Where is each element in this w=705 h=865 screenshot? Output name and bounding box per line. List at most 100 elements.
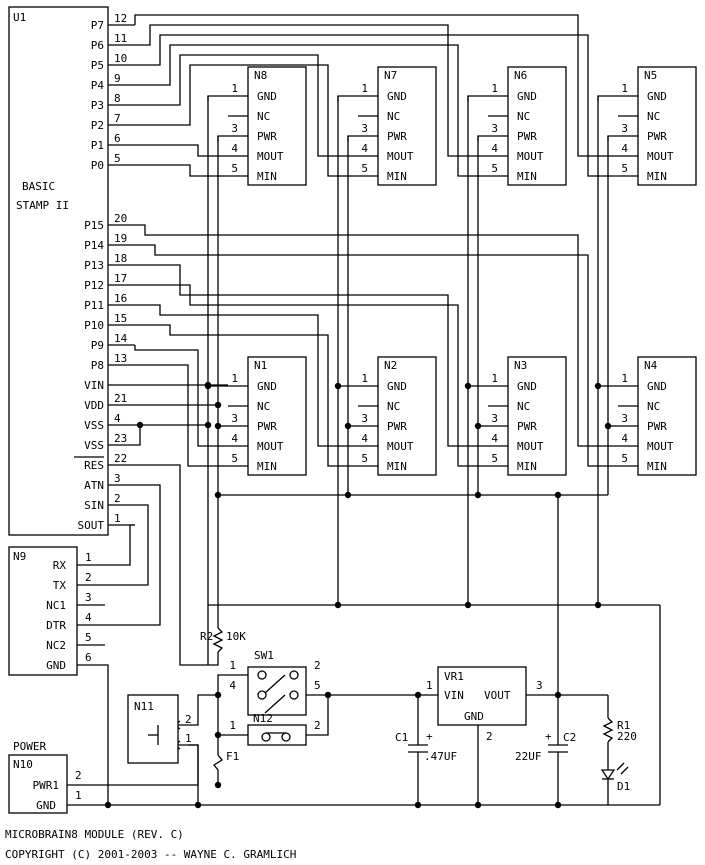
module-body: [637, 356, 697, 476]
module-pin-number: 3: [231, 412, 238, 425]
module-pin-label: MIN: [387, 460, 407, 473]
r2-bottom: [208, 652, 219, 666]
module-ref: N3: [514, 359, 527, 372]
d1-body: [600, 769, 616, 781]
vr1-body: [437, 666, 527, 726]
module-pin-number: 1: [491, 82, 498, 95]
u1-pin-number: 8: [114, 92, 121, 105]
module-pin-number: 3: [491, 412, 498, 425]
n9-ref: N9: [13, 550, 26, 563]
p8-net: [135, 364, 228, 467]
r2-ref: R2: [200, 630, 213, 643]
n9-pin-label: GND: [46, 659, 66, 672]
c1-plus: +: [426, 730, 433, 743]
u1-pin-label: P0: [91, 159, 104, 172]
module-pin-number: 5: [361, 162, 368, 175]
vr1-gnd: GND: [464, 710, 484, 723]
module-pin-number: 1: [491, 372, 498, 385]
pwr-link: [477, 135, 488, 141]
module-pin-label: MIN: [387, 170, 407, 183]
atn-dtr-net: [105, 484, 161, 626]
f1-ref: F1: [226, 750, 239, 763]
u1-pin-label: P12: [84, 279, 104, 292]
vr1-pin-number: 2: [486, 730, 493, 743]
r2-body: [212, 627, 224, 653]
module-pin-label: GND: [647, 380, 667, 393]
u1-pin-label: P1: [91, 139, 104, 152]
u1-pin-label: P9: [91, 339, 104, 352]
module-pin-label: MIN: [647, 170, 667, 183]
d1-ray: [616, 762, 625, 771]
module-pin-number: 4: [491, 432, 498, 445]
module-pin-label: MOUT: [517, 440, 544, 453]
module-pin-label: GND: [517, 90, 537, 103]
module-pin-number: 4: [361, 142, 368, 155]
u1-pin-label: P14: [84, 239, 104, 252]
vr1-vin: VIN: [444, 689, 464, 702]
vr1-vout: VOUT: [484, 689, 511, 702]
u1-pin-number: 23: [114, 432, 127, 445]
n11-ref: N11: [134, 700, 154, 713]
module-body: [377, 356, 437, 476]
sw1-pin-number: 2: [314, 659, 321, 672]
p13-net: [135, 264, 488, 447]
n11-pin-number: 2: [185, 713, 192, 726]
u1-pin-number: 5: [114, 152, 121, 165]
footer-line1: MICROBRAIN8 MODULE (REV. C): [5, 828, 184, 841]
u1-pin-label: ATN: [84, 479, 104, 492]
u1-pin-label: P3: [91, 99, 104, 112]
junction-dot: [594, 601, 602, 609]
p3-net: [135, 54, 358, 157]
module-ref: N6: [514, 69, 527, 82]
n9-body: [8, 546, 78, 676]
n9-pin-label: DTR: [46, 619, 66, 632]
u1-pin-number: 4: [114, 412, 121, 425]
module-pin-label: MOUT: [647, 150, 674, 163]
n12-contact: [261, 732, 271, 742]
n10-pin-label: GND: [36, 799, 56, 812]
p5-net: [135, 34, 618, 177]
module-pin-number: 1: [231, 372, 238, 385]
module-pin-label: MOUT: [387, 150, 414, 163]
r1-body: [602, 717, 614, 743]
n11-p1-net: [178, 744, 199, 805]
module-ref: N2: [384, 359, 397, 372]
u1-pin-label: P2: [91, 119, 104, 132]
p2-net: [135, 64, 358, 177]
module-ref: N1: [254, 359, 267, 372]
sw1-contact: [257, 690, 267, 700]
components: [8, 6, 697, 814]
p12-net: [135, 284, 488, 467]
module-pin-number: 3: [361, 122, 368, 135]
u1-pin-label: VSS: [84, 419, 104, 432]
module-pin-label: PWR: [517, 130, 537, 143]
c2-plus: +: [545, 730, 552, 743]
gnd-link: [337, 95, 358, 101]
u1-name-line2: STAMP II: [16, 199, 69, 212]
sw1-contact: [289, 690, 299, 700]
module-pin-label: GND: [387, 380, 407, 393]
module-pin-label: PWR: [517, 420, 537, 433]
module-pin-label: NC: [647, 110, 660, 123]
module-pin-label: PWR: [257, 420, 277, 433]
module-pin-number: 4: [231, 142, 238, 155]
module-pin-label: GND: [647, 90, 667, 103]
module-pin-label: NC: [257, 400, 270, 413]
n9-pin-number: 5: [85, 631, 92, 644]
u1-pin-number: 9: [114, 72, 121, 85]
module-pin-label: MIN: [257, 170, 277, 183]
p10-net: [135, 324, 358, 467]
module-pin-label: MOUT: [257, 440, 284, 453]
u1-pin-label: P7: [91, 19, 104, 32]
n11-body: [127, 694, 179, 764]
gnd-link: [207, 95, 228, 101]
module-pin-label: GND: [387, 90, 407, 103]
module-pin-number: 1: [361, 82, 368, 95]
junction-dot: [136, 421, 144, 429]
junction-dot: [464, 601, 472, 609]
u1-pin-number: 22: [114, 452, 127, 465]
u1-pin-label: VIN: [84, 379, 104, 392]
module-pin-label: PWR: [257, 130, 277, 143]
u1-pin-label: P5: [91, 59, 104, 72]
